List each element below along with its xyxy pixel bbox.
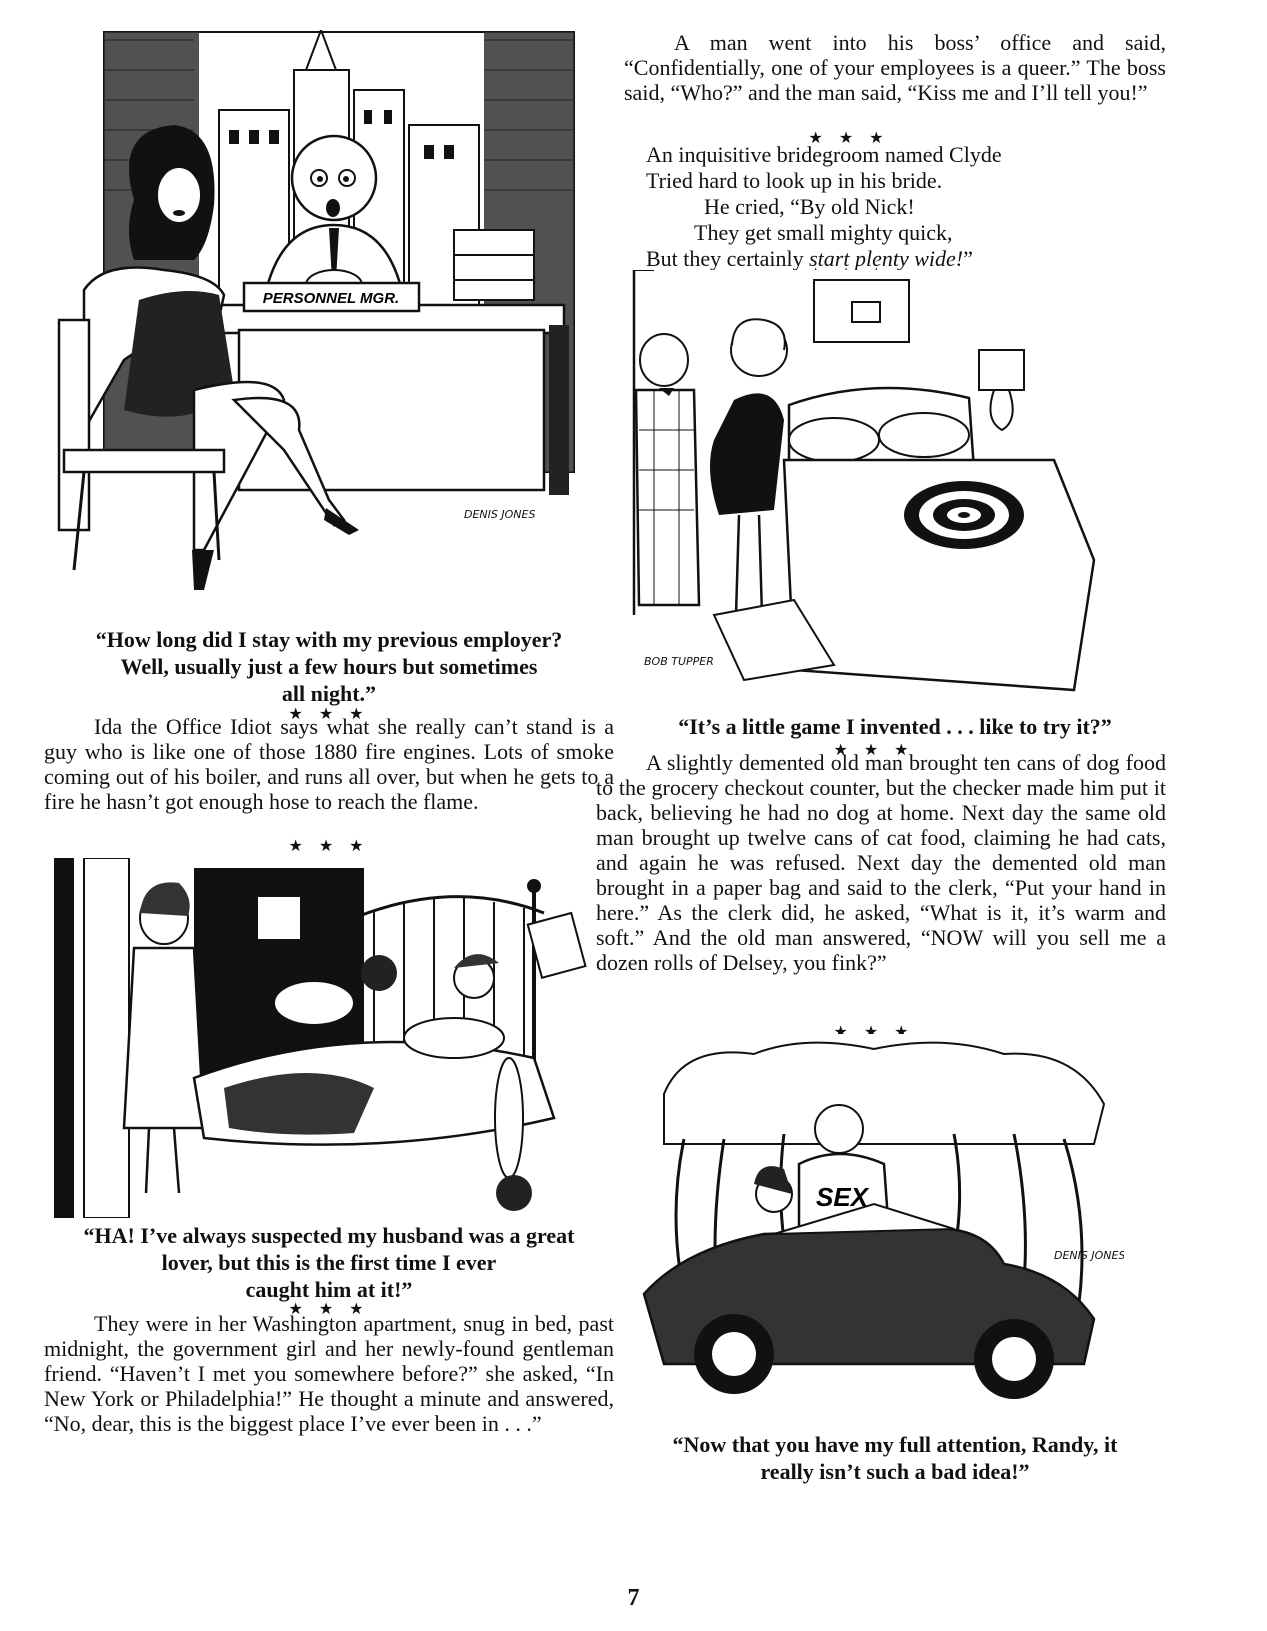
page-number: 7: [627, 1585, 640, 1611]
separator-stars: ★ ★ ★: [288, 1301, 370, 1318]
separator-stars: ★ ★ ★: [288, 838, 370, 855]
separator-stars: ★ ★ ★: [808, 130, 890, 147]
joke-boss-text: A man went into his boss’ office and sai…: [624, 30, 1166, 105]
separator-stars: ★ ★ ★: [288, 706, 370, 723]
joke-ida-text: Ida the Office Idiot says what she reall…: [44, 714, 614, 814]
caption-line: “How long did I stay with my previous em…: [95, 627, 563, 652]
limerick-line-5-end: ”: [963, 246, 973, 271]
cartoon-car: SEX DENIS JONES: [624, 1034, 1124, 1424]
joke-dog-food: A slightly demented old man brought ten …: [596, 750, 1166, 975]
limerick-line-3: He cried, “By old Nick!: [704, 194, 915, 219]
separator-stars: ★ ★ ★: [833, 742, 915, 759]
desk-nameplate: PERSONNEL MGR.: [263, 290, 399, 307]
cartoon-bedroom: [54, 858, 604, 1218]
caption-line: caught him at it!”: [245, 1277, 413, 1302]
cartoon1-caption: “How long did I stay with my previous em…: [44, 626, 614, 707]
cartoon-target-bed: BOB TUPPER: [624, 270, 1104, 705]
caption-line: really isn’t such a bad idea!”: [760, 1459, 1030, 1484]
joke-dog-food-text: A slightly demented old man brought ten …: [596, 750, 1166, 975]
caption-line: “HA! I’ve always suspected my husband wa…: [83, 1223, 575, 1248]
limerick-line-5: But they certainly start plenty wide!”: [646, 246, 1002, 272]
caption-line: Well, usually just a few hours but somet…: [120, 654, 538, 679]
limerick: An inquisitive bridegroom named Clyde Tr…: [646, 142, 1002, 272]
caption-line: all night.”: [281, 681, 377, 706]
joke-washington: They were in her Washington apartment, s…: [44, 1311, 614, 1436]
cartoon4-signature: DENIS JONES: [1054, 1249, 1124, 1262]
joke-ida: Ida the Office Idiot says what she reall…: [44, 714, 614, 814]
cartoon-target-illustration: BOB TUPPER: [632, 270, 1096, 692]
cartoon-car-illustration: SEX DENIS JONES: [642, 1041, 1124, 1399]
cartoon4-caption: “Now that you have my full attention, Ra…: [624, 1431, 1166, 1485]
limerick-line-1: An inquisitive bridegroom named Clyde: [646, 142, 1002, 167]
caption-line: lover, but this is the first time I ever: [161, 1250, 497, 1275]
cartoon3-caption: “It’s a little game I invented . . . lik…: [624, 713, 1166, 740]
cartoon-personnel-manager: PERSONNEL MGR. DENIS JONES: [44, 30, 590, 612]
joke-boss: A man went into his boss’ office and sai…: [624, 30, 1166, 105]
caption-line: “It’s a little game I invented . . . lik…: [678, 714, 1112, 739]
cartoon-bedroom-illustration: [54, 858, 587, 1218]
cartoon1-signature: DENIS JONES: [464, 508, 535, 521]
limerick-line-2: Tried hard to look up in his bride.: [646, 168, 943, 193]
limerick-line-5-start: But they certainly: [646, 246, 810, 271]
cartoon-personnel-illustration: PERSONNEL MGR. DENIS JONES: [57, 30, 575, 590]
cartoon2-caption: “HA! I’ve always suspected my husband wa…: [44, 1222, 614, 1303]
limerick-line-4: They get small mighty quick,: [694, 220, 953, 245]
cartoon3-signature: BOB TUPPER: [644, 655, 714, 668]
joke-washington-text: They were in her Washington apartment, s…: [44, 1311, 614, 1436]
limerick-line-5-italic: start plenty wide!: [809, 246, 964, 271]
caption-line: “Now that you have my full attention, Ra…: [672, 1432, 1118, 1457]
